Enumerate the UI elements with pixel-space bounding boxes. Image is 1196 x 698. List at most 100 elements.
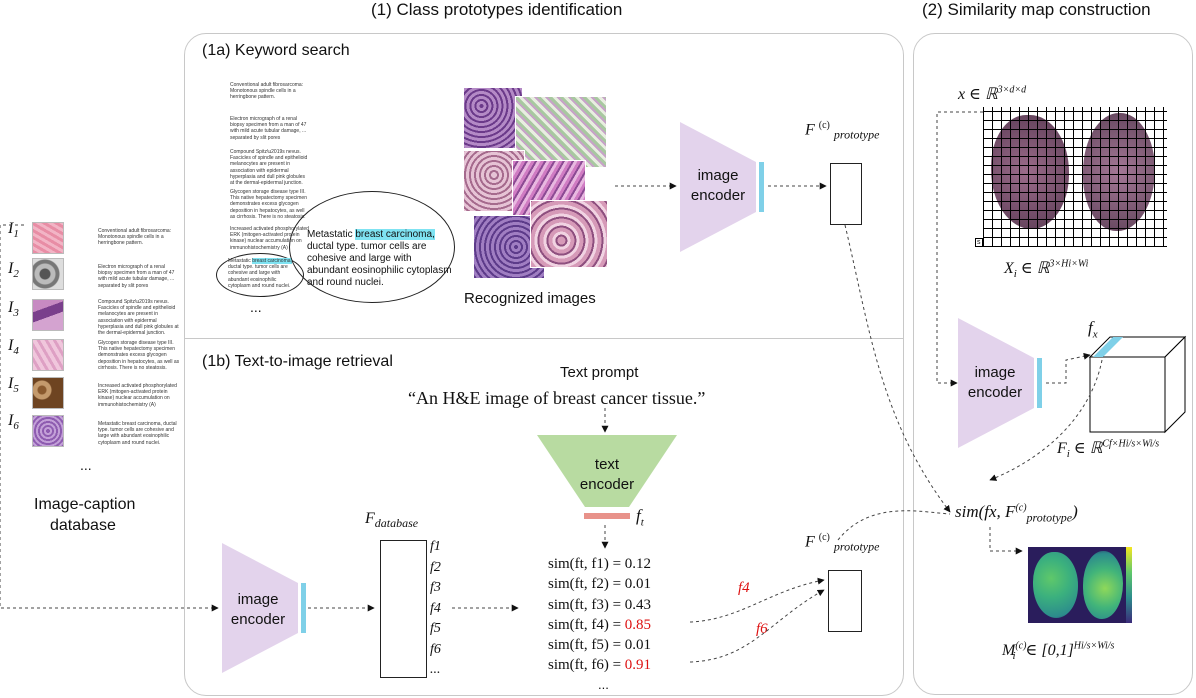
F-definition: Fi ∈ ℝCf×Hi/s×Wi/s xyxy=(1057,438,1160,461)
prototype-1b-f: F xyxy=(805,533,815,551)
prototype-1a-sup: (c) xyxy=(818,120,830,131)
wsi-grid-image xyxy=(983,107,1167,247)
image-encoder-1a xyxy=(680,122,764,252)
db-ellipsis: ... xyxy=(80,457,92,473)
zoom-line3: cohesive and large with xyxy=(307,253,412,264)
X-def-X: X xyxy=(1004,260,1014,277)
db-f-sub: database xyxy=(374,516,419,531)
image-encoder-2-line1: image xyxy=(974,364,1016,381)
image-encoder-2-line2: encoder xyxy=(967,384,1023,401)
text-prompt-label: Text prompt xyxy=(560,364,639,381)
sim-row-3: sim(ft, f3) = 0.43 xyxy=(548,595,651,615)
db-feature-6: f6 xyxy=(430,641,441,657)
sim-row-6-val: 0.91 xyxy=(624,657,652,674)
fx-label: fx xyxy=(1088,318,1098,340)
prototype-1b-sup: (c) xyxy=(818,532,830,543)
sim-row-3-val: 0.43 xyxy=(624,596,652,613)
F-def-rest: ∈ ℝ xyxy=(1069,440,1103,457)
image-encoder-2-label: image encoder xyxy=(960,363,1030,403)
image-encoder-1a-label: image encoder xyxy=(683,166,753,206)
similarity-formula: sim(fx, F(c)prototype) xyxy=(955,502,1078,525)
image-encoder-1b xyxy=(222,543,306,673)
feature-cube xyxy=(1088,335,1187,434)
sim-row-5-lhs: sim(ft, f5) = xyxy=(548,637,622,654)
sim-row-1-val: 0.12 xyxy=(624,556,652,572)
image-encoder-2-bar xyxy=(1037,358,1042,408)
db-thumb-1 xyxy=(32,222,64,254)
db-caption-2: Electron micrograph of a renal biopsy sp… xyxy=(98,264,175,289)
image-encoder-1b-line1: image xyxy=(237,591,279,608)
feature-vector-highlight xyxy=(1093,337,1123,357)
prototype-1a-box xyxy=(830,163,862,225)
db-caption-1: Conventional adult fibrosarcoma: Monoton… xyxy=(98,228,172,247)
heatmap-right xyxy=(1083,551,1123,619)
small-ellipse-keyword: breast carcinoma, xyxy=(252,258,292,264)
recognized-image-2 xyxy=(515,96,607,168)
database-features-label: Fdatabase xyxy=(365,510,418,531)
db-feature-2: f2 xyxy=(430,559,441,575)
prototype-1a-label: F (c) prototype xyxy=(805,120,879,143)
text-encoder-trapezoid xyxy=(537,435,677,507)
small-ellipse-text: Metastatic breast carcinoma, ductal type… xyxy=(228,258,298,289)
sim-row-4: sim(ft, f4) = 0.85 xyxy=(548,615,651,635)
db-feature-3: f3 xyxy=(430,580,441,595)
heatmap-colorbar xyxy=(1126,547,1132,623)
db-f: F xyxy=(365,510,375,527)
image-encoder-1a-line1: image xyxy=(697,167,739,184)
image-encoder-1b-trapezoid xyxy=(222,543,298,673)
image-encoder-1a-line2: encoder xyxy=(690,187,746,204)
sim-formula-sup: (c) xyxy=(1015,502,1027,514)
text-encoder xyxy=(537,435,677,519)
zoom-line5: and round nuclei. xyxy=(307,277,384,288)
sim-row-5: sim(ft, f5) = 0.01 xyxy=(548,635,651,655)
db-label-i6: I6 xyxy=(8,412,19,433)
db-label-i1: I1 xyxy=(8,220,19,241)
db-feature-list: f1 f2 f3 f4 f5 f6 ... xyxy=(430,537,441,681)
heatmap-left xyxy=(1033,552,1078,618)
ft-label: ft xyxy=(636,506,644,528)
database-features-box xyxy=(380,540,427,678)
db-feature-1: f1 xyxy=(430,539,441,554)
db-caption-6: Metastatic breast carcinoma, ductal type… xyxy=(98,421,177,446)
db-feature-more: ... xyxy=(430,662,441,677)
scale-marker: s xyxy=(975,238,983,247)
sims-ellipsis: ... xyxy=(598,677,609,692)
feature-cube-side xyxy=(1164,335,1186,434)
header-similarity-map: (2) Similarity map construction xyxy=(922,0,1151,19)
sim-row-2-lhs: sim(ft, f2) = xyxy=(548,576,622,593)
M-def-sup: (c) xyxy=(1015,640,1027,652)
feature-cube-front xyxy=(1089,356,1166,433)
sim-formula-text: sim(fx, F xyxy=(955,502,1016,521)
arrow-label-f4: f4 xyxy=(738,580,750,596)
fx-f: f xyxy=(1088,318,1093,337)
image-encoder-1b-bar xyxy=(301,583,306,633)
db-caption-3: Compound Spitz\u2019s nevus. Fascicles o… xyxy=(98,299,179,337)
header-class-prototypes: (1) Class prototypes identification xyxy=(371,0,623,19)
X-def-sup: 3×Hi×Wi xyxy=(1049,258,1089,270)
zoom-prefix: Metastatic xyxy=(307,229,353,240)
db-title-line2: database xyxy=(50,517,116,534)
prototype-1b-box xyxy=(828,570,862,632)
wsi-grid-overlay xyxy=(983,107,1167,247)
db-thumb-5 xyxy=(32,377,64,409)
db-thumb-2 xyxy=(32,258,64,290)
db-feature-5: f5 xyxy=(430,621,441,636)
kw-ellipsis: ... xyxy=(250,299,262,315)
F-def-sup: Cf×Hi/s×Wi/s xyxy=(1102,438,1160,450)
sim-formula-close: ) xyxy=(1072,502,1078,521)
image-encoder-1b-label: image encoder xyxy=(223,590,293,630)
ft-sub: t xyxy=(640,516,644,529)
db-label-i3: I3 xyxy=(8,299,19,320)
sim-row-2: sim(ft, f2) = 0.01 xyxy=(548,574,651,594)
similarity-map-image xyxy=(1028,547,1132,623)
x-definition: x ∈ ℝ3×d×d xyxy=(958,84,1026,104)
kw-caption-3: Compound Spitz\u2019s nevus. Fascicles o… xyxy=(230,149,308,187)
db-label-i5: I5 xyxy=(8,375,19,396)
M-def-sub: i xyxy=(1012,650,1016,663)
x-def-sup: 3×d×d xyxy=(997,84,1027,96)
X-def-rest: ∈ ℝ xyxy=(1016,260,1050,277)
x-def-text: x ∈ ℝ xyxy=(958,86,998,103)
db-label-i2: I2 xyxy=(8,260,19,281)
zoom-line4: abundant eosinophilic cytoplasm xyxy=(307,265,452,276)
sim-row-4-lhs: sim(ft, f4) = xyxy=(548,616,622,633)
